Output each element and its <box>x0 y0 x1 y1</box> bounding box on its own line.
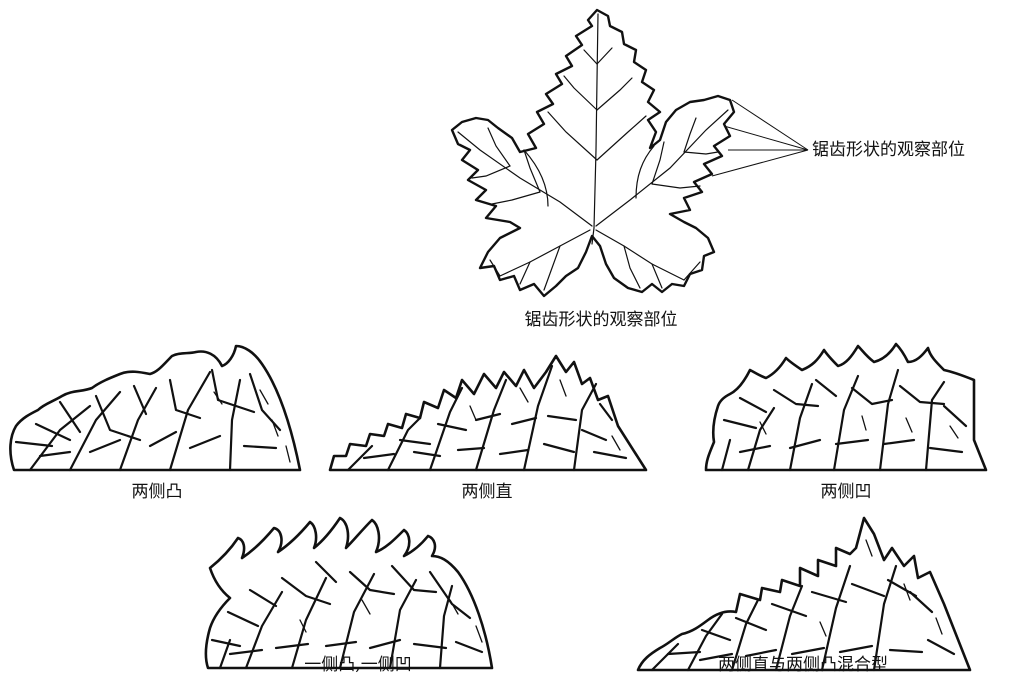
panel-label-convex-concave: 一侧凸,一侧凹 <box>304 655 412 675</box>
leaf-vein-lower-left <box>499 229 591 277</box>
leaf-sinus-left <box>523 149 549 207</box>
panel-label-concave-both: 两侧凹 <box>820 482 872 502</box>
callout-label: 锯齿形状的观察部位 <box>812 140 965 160</box>
leaf-vein-left <box>457 131 593 227</box>
leaf-outline <box>450 8 736 298</box>
grape-leaf-illustration <box>450 8 736 298</box>
callout-leader-lines <box>711 99 809 177</box>
panel-label-convex-both: 两侧凸 <box>131 482 183 502</box>
panel-convex-both <box>9 344 302 472</box>
panel-label-straight-both: 两侧直 <box>461 482 513 502</box>
panel-convex-concave <box>204 516 494 670</box>
leaf-sinus-right <box>635 145 655 199</box>
panel-label-mixed: 两侧直与两侧凸混合型 <box>718 655 888 675</box>
leaf-vein-lower-right <box>595 229 685 281</box>
leaf-petiole <box>591 227 595 245</box>
leaf-midrib <box>593 13 599 229</box>
panel-mixed <box>636 516 972 672</box>
leaf-caption: 锯齿形状的观察部位 <box>524 310 678 330</box>
panel-concave-both <box>704 342 988 472</box>
leaf-vein-right <box>595 109 729 227</box>
panel-straight-both <box>328 354 648 472</box>
